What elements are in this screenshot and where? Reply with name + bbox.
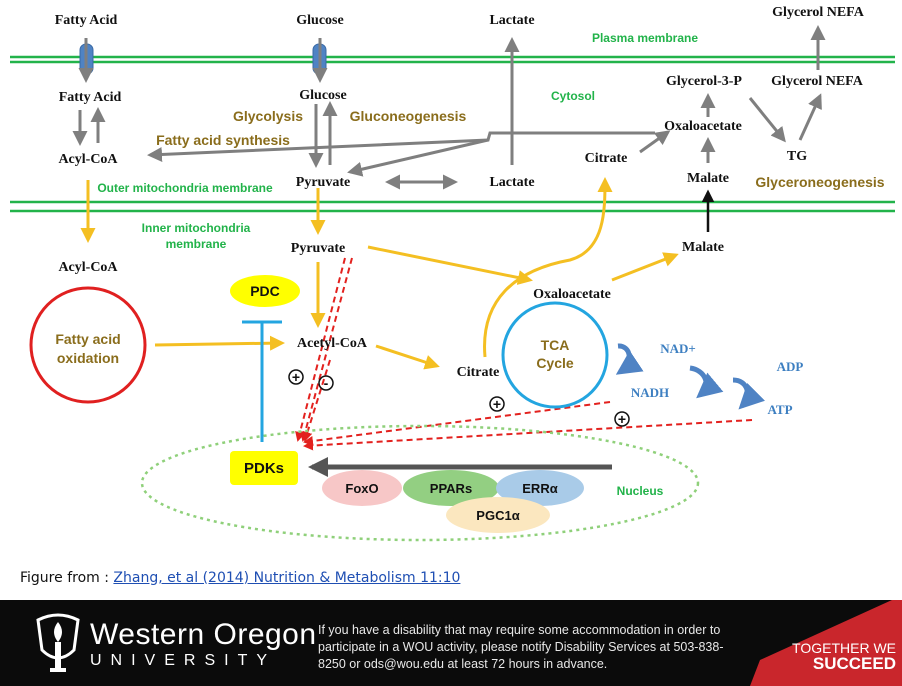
glyceroneogenesis-label: Glyceroneogenesis — [755, 174, 884, 190]
malate-mito-label: Malate — [682, 240, 724, 255]
citation-link[interactable]: Zhang, et al (2014) Nutrition & Metaboli… — [113, 570, 461, 586]
fatty-acid-oxidation-circle — [29, 286, 147, 404]
pdks-label: PDKs — [244, 460, 284, 477]
redox-curved-arrows — [615, 343, 765, 410]
pdc-label: PDC — [250, 283, 280, 299]
malate-cyto-label: Malate — [687, 171, 729, 186]
plus-sign: + — [618, 411, 626, 427]
glycerol-nefa-top-label: Glycerol NEFA — [772, 5, 865, 20]
tagline: TOGETHER WE SUCCEED — [792, 640, 896, 672]
footer-bar: Western Oregon UNIVERSITY If you have a … — [0, 600, 902, 686]
inner-membrane-label-1: Inner mitochondria — [142, 221, 251, 235]
pgc1a-ellipse — [446, 497, 550, 533]
figure-citation: Figure from : Zhang, et al (2014) Nutrit… — [20, 570, 460, 586]
acetyl-coa-label: Acetyl-CoA — [297, 336, 368, 351]
fatty-acid-synthesis-label: Fatty acid synthesis — [156, 132, 290, 148]
acyl-coa-cyto-label: Acyl-CoA — [58, 152, 118, 167]
citation-prefix: Figure from : — [20, 570, 114, 586]
adp-label: ADP — [777, 359, 804, 374]
yellow-pathway-arrows — [80, 177, 679, 370]
ppars-label: PPARs — [430, 481, 472, 496]
foxo-label: FoxO — [345, 481, 378, 496]
gluconeogenesis-label: Gluconeogenesis — [350, 108, 467, 124]
transporter-icon — [79, 43, 327, 75]
cytosol-label: Cytosol — [551, 89, 595, 103]
nadh-label: NADH — [631, 385, 669, 400]
fao-label-1: Fatty acid — [55, 331, 120, 347]
citrate-cyto-label: Citrate — [585, 151, 628, 166]
university-torch-logo-icon — [36, 613, 80, 672]
fatty-acid-out-label: Fatty Acid — [55, 13, 118, 28]
lactate-out-label: Lactate — [489, 13, 534, 28]
metabolism-diagram: Fatty Acid Glucose Lactate Glycerol NEFA… — [10, 5, 895, 542]
foxo-ellipse — [322, 470, 402, 506]
atp-label: ATP — [767, 402, 792, 417]
pyruvate-mito-label: Pyruvate — [291, 241, 345, 256]
university-subtitle: UNIVERSITY — [90, 652, 277, 669]
plus-sign: + — [292, 369, 300, 385]
nad-plus-label: NAD+ — [660, 341, 696, 356]
lactate-in-label: Lactate — [489, 175, 534, 190]
citrate-mito-label: Citrate — [457, 365, 500, 380]
inner-membrane-label-2: membrane — [166, 237, 227, 251]
plus-sign: + — [493, 396, 501, 412]
nucleus-outline — [140, 424, 700, 542]
pdks-box — [230, 451, 298, 485]
pyruvate-cyto-label: Pyruvate — [296, 175, 350, 190]
nucleus-label: Nucleus — [617, 484, 664, 498]
tca-cycle-circle — [501, 301, 609, 409]
regulation-sign-circles — [288, 369, 630, 427]
glycolysis-label: Glycolysis — [233, 108, 303, 124]
acyl-coa-mito-label: Acyl-CoA — [58, 260, 118, 275]
accessibility-notice: If you have a disability that may requir… — [318, 623, 724, 671]
red-banner-shape — [750, 600, 902, 686]
glycerol-3-p-label: Glycerol-3-P — [666, 74, 742, 89]
glucose-in-label: Glucose — [299, 88, 346, 103]
university-name: Western Oregon — [90, 618, 317, 651]
tca-label-1: TCA — [541, 337, 570, 353]
erra-label: ERRα — [522, 481, 557, 496]
tagline-line-2: SUCCEED — [812, 654, 896, 673]
tagline-line-1: TOGETHER WE — [792, 640, 896, 656]
tca-label-2: Cycle — [536, 355, 574, 371]
tg-label: TG — [787, 149, 807, 164]
red-dashed-arrows — [295, 257, 753, 451]
ppars-ellipse — [403, 470, 499, 506]
fatty-acid-in-label: Fatty Acid — [59, 90, 122, 105]
pdc-pill — [230, 275, 300, 307]
gray-pathway-arrows — [72, 25, 826, 190]
erra-ellipse — [496, 470, 584, 506]
minus-sign: - — [324, 375, 329, 391]
oxaloacetate-cyto-label: Oxaloacetate — [664, 119, 742, 134]
oxaloacetate-mito-label: Oxaloacetate — [533, 287, 611, 302]
glucose-out-label: Glucose — [296, 13, 343, 28]
glycerol-nefa-label: Glycerol NEFA — [771, 74, 864, 89]
plasma-membrane-label: Plasma membrane — [592, 31, 698, 45]
fao-label-2: oxidation — [57, 350, 119, 366]
pgc1a-label: PGC1α — [476, 508, 519, 523]
outer-membrane-label: Outer mitochondria membrane — [97, 181, 273, 195]
